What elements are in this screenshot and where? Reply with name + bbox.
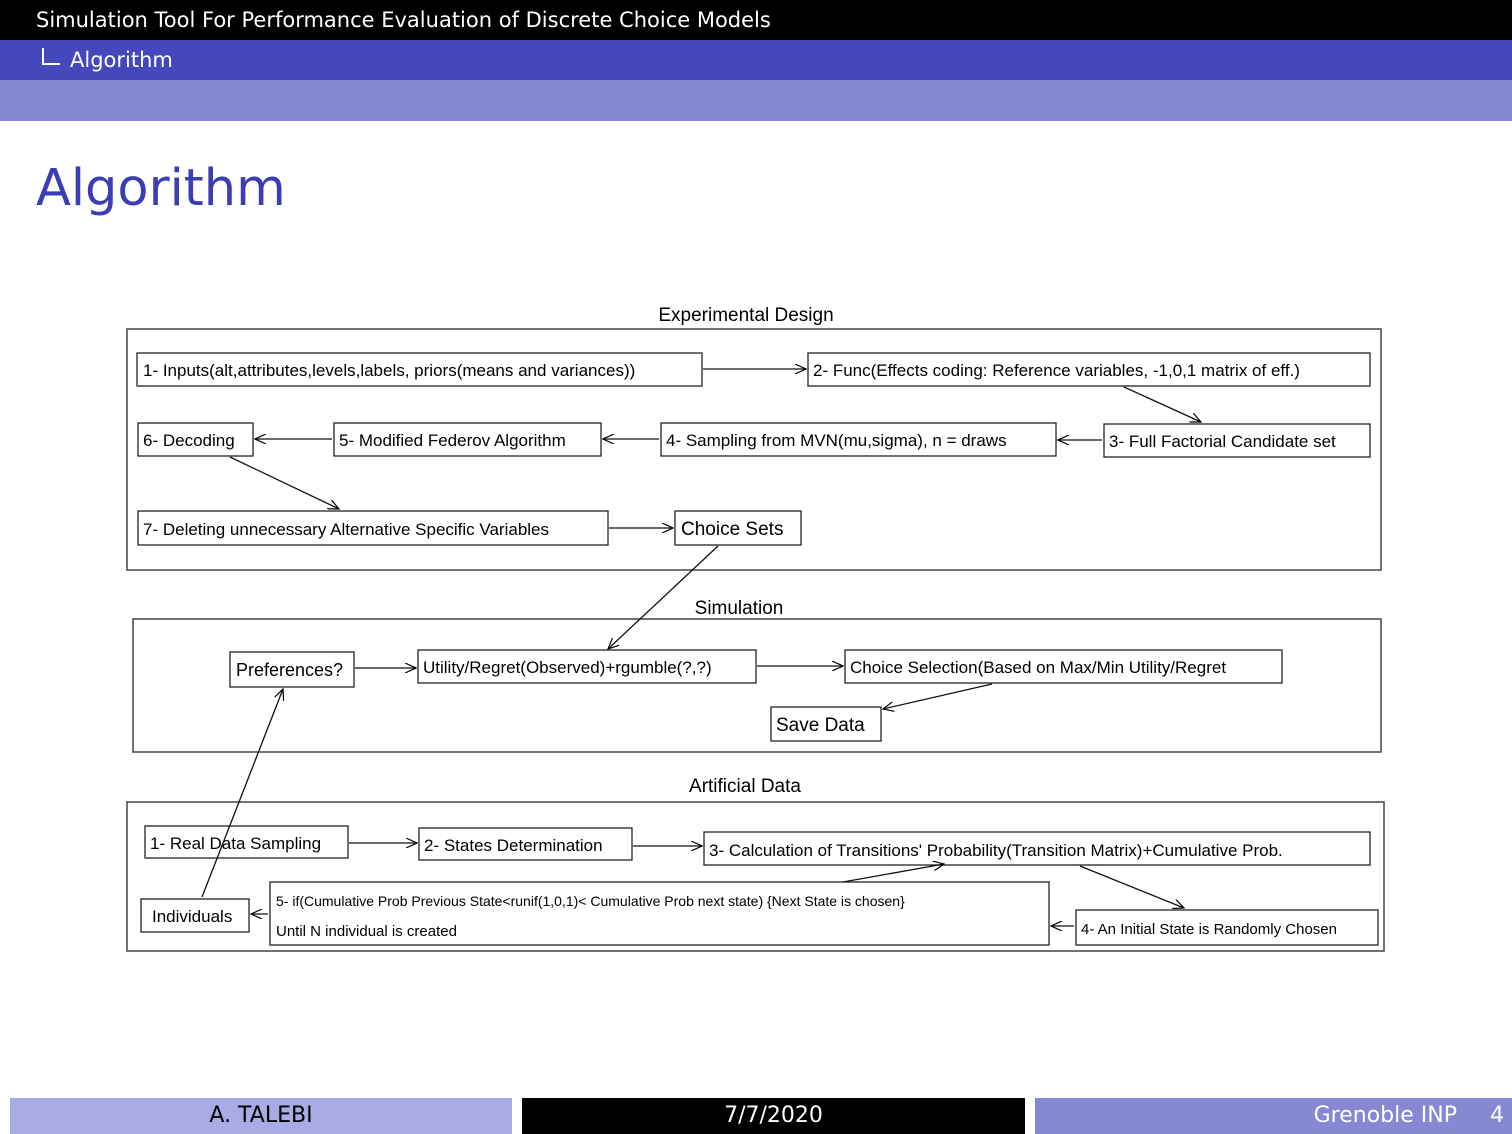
- presentation-date: 7/7/2020: [724, 1103, 823, 1128]
- loop-text-line1: 5- if(Cumulative Prob Previous State<run…: [276, 893, 905, 909]
- loop-text-line2: Until N individual is created: [276, 923, 457, 940]
- footer-author: A. TALEBI: [10, 1098, 512, 1134]
- choice-selection-box: [844, 649, 1283, 684]
- utility-text: Utility/Regret(Observed)+rgumble(?,?): [423, 658, 712, 677]
- arrow-choice-selection-to-save-data: [883, 683, 993, 709]
- preferences-box: [229, 651, 355, 688]
- footer-date: 7/7/2020: [522, 1098, 1025, 1134]
- choice-selection-text: Choice Selection(Based on Max/Min Utilit…: [850, 658, 1226, 677]
- states-box: [418, 827, 633, 861]
- experimental-design-label: Experimental Design: [658, 305, 833, 326]
- sampling-mvn-text: 4- Sampling from MVN(mu,sigma), n = draw…: [666, 431, 1007, 450]
- subsection-bar: [0, 80, 1512, 121]
- arrow-choice-sets-to-utility: [608, 545, 719, 649]
- func-text: 2- Func(Effects coding: Reference variab…: [813, 361, 1300, 380]
- choice-sets-box: [674, 510, 802, 546]
- deleting-text: 7- Deleting unnecessary Alternative Spec…: [143, 520, 549, 539]
- initial-state-text: 4- An Initial State is Randomly Chosen: [1081, 921, 1337, 938]
- real-data-box: [144, 825, 349, 859]
- loop-box: [269, 881, 1050, 946]
- section-name: Algorithm: [70, 48, 173, 72]
- presentation-title-bar: Simulation Tool For Performance Evaluati…: [0, 0, 1512, 40]
- full-factorial-box: [1103, 423, 1371, 458]
- choice-sets-text: Choice Sets: [681, 519, 783, 540]
- arrow-individuals-to-preferences: [201, 689, 283, 898]
- save-data-text: Save Data: [776, 715, 865, 736]
- decoding-text: 6- Decoding: [143, 431, 235, 450]
- artificial-data-frame: [126, 801, 1385, 952]
- sampling-mvn-box: [660, 422, 1057, 457]
- individuals-text: Individuals: [152, 907, 232, 926]
- save-data-box: [770, 706, 882, 742]
- decoding-box: [137, 422, 254, 457]
- slide-title: Algorithm: [36, 159, 286, 218]
- states-text: 2- States Determination: [424, 836, 603, 855]
- transitions-text: 3- Calculation of Transitions' Probabili…: [709, 841, 1283, 860]
- initial-state-box: [1075, 909, 1379, 946]
- simulation-frame: [132, 618, 1382, 753]
- artificial-data-label: Artificial Data: [689, 776, 801, 797]
- institution-name: Grenoble INP: [1313, 1103, 1457, 1128]
- federov-box: [333, 422, 602, 457]
- real-data-text: 1- Real Data Sampling: [150, 834, 321, 853]
- utility-box: [417, 649, 757, 684]
- footer-institution: Grenoble INP 4: [1035, 1098, 1512, 1134]
- author-name: A. TALEBI: [209, 1103, 313, 1128]
- arrow-loop-to-transitions: [842, 864, 944, 883]
- simulation-label: Simulation: [695, 598, 784, 619]
- inputs-box: [136, 352, 703, 387]
- func-box: [807, 352, 1371, 387]
- inputs-text: 1- Inputs(alt,attributes,levels,labels, …: [143, 361, 635, 380]
- page-number: 4: [1490, 1103, 1504, 1128]
- transitions-box: [703, 831, 1371, 866]
- arrow-transitions-to-initial-state: [1079, 865, 1184, 908]
- full-factorial-text: 3- Full Factorial Candidate set: [1109, 432, 1336, 451]
- federov-text: 5- Modified Federov Algorithm: [339, 431, 566, 450]
- arrow-decoding-to-deleting: [229, 456, 339, 509]
- deleting-box: [137, 510, 609, 546]
- section-bar: Algorithm: [0, 40, 1512, 80]
- arrow-func-to-full-factorial: [1123, 386, 1201, 422]
- individuals-box: [140, 898, 250, 933]
- presentation-title: Simulation Tool For Performance Evaluati…: [36, 8, 771, 32]
- experimental-design-frame: [126, 328, 1382, 571]
- preferences-text: Preferences?: [236, 660, 343, 680]
- tree-corner-icon: [42, 48, 60, 65]
